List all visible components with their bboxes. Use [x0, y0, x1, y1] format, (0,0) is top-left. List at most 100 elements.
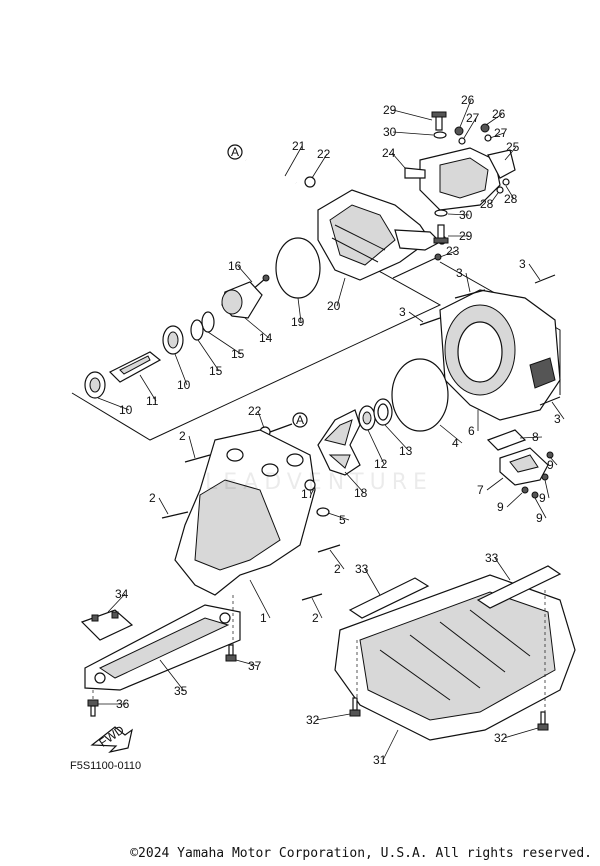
callout-22-33: 22	[248, 404, 262, 418]
part-5-o-ring	[316, 507, 330, 517]
bolt-26-a	[454, 126, 464, 136]
callout-leader-10-19	[97, 397, 130, 411]
callout-18-28: 18	[354, 486, 368, 500]
callout-9-16: 9	[497, 500, 504, 514]
part-32-bolt-right	[537, 711, 549, 731]
callout-leader-22-33	[257, 410, 265, 429]
callout-leader-30-45	[392, 131, 434, 136]
callout-leader-14-23	[244, 317, 270, 339]
callout-22-32: 22	[317, 147, 331, 161]
callout-leader-28-41	[489, 192, 499, 205]
reference-code: F5S1100-0110	[70, 760, 142, 772]
callout-12-21: 12	[374, 457, 388, 471]
callout-leader-26-37	[459, 99, 472, 128]
callout-1-0: 1	[260, 611, 267, 625]
bolt-29-top	[431, 111, 447, 131]
part-11-shaft	[108, 351, 162, 383]
callout-26-37: 26	[461, 93, 475, 107]
callout-20-30: 20	[327, 299, 341, 313]
part-22-clip-top	[304, 176, 316, 188]
callout-29-43: 29	[383, 103, 397, 117]
nut-27-a	[458, 137, 466, 145]
callout-3-5: 3	[456, 266, 463, 280]
callout-5-10: 5	[339, 513, 346, 527]
watermark: LEADVENTURE	[205, 470, 433, 495]
callout-leader-34-52	[107, 593, 126, 613]
callout-3-8: 3	[554, 412, 561, 426]
callout-15-25: 15	[231, 347, 245, 361]
callout-leader-18-28	[344, 471, 365, 494]
part-31-ride-plate	[334, 574, 576, 741]
part-35-ride-plate-bracket	[84, 604, 241, 691]
callout-30-45: 30	[383, 125, 397, 139]
callout-leader-2-4	[311, 597, 323, 619]
callout-leader-23-34	[439, 250, 457, 258]
callout-9-14: 9	[547, 458, 554, 472]
callout-leader-7-12	[486, 477, 504, 491]
callout-leader-2-3	[329, 549, 345, 570]
assembly-guides	[92, 590, 546, 715]
callout-8-13: 8	[532, 430, 539, 444]
callout-leader-24-35	[391, 152, 406, 169]
part-20-pump-housing	[317, 189, 447, 281]
callout-17-27: 17	[301, 487, 315, 501]
callout-leader-28-42	[505, 185, 515, 200]
callout-2-1: 2	[179, 429, 186, 443]
callout-leader-20-30	[336, 277, 346, 307]
callout-3-6: 3	[399, 305, 406, 319]
callout-9-15: 9	[539, 491, 546, 505]
callout-27-40: 27	[494, 126, 508, 140]
callout-16-26: 16	[228, 259, 242, 273]
part-33-bracket-right	[476, 565, 562, 609]
callout-leader-21-31	[284, 145, 303, 177]
part-6-pump-casing	[439, 289, 561, 421]
callout-leader-3-8	[551, 401, 565, 420]
callout-leader-29-43	[392, 109, 433, 121]
part-10-bearing-b	[84, 371, 106, 399]
callout-6-11: 6	[468, 424, 475, 438]
callout-27-39: 27	[466, 111, 480, 125]
callout-leader-1-0	[249, 579, 271, 619]
callout-leader-37-55	[235, 659, 259, 667]
callout-leader-12-21	[367, 429, 385, 465]
part-4-o-ring	[391, 358, 449, 432]
callout-leader-15-25	[207, 331, 242, 355]
callout-15-24: 15	[209, 364, 223, 378]
callout-leader-8-13	[519, 436, 543, 439]
part-18-impeller	[317, 409, 361, 476]
part-15-o-ring-a	[201, 311, 215, 333]
washer-30-bottom	[434, 209, 448, 217]
callout-leader-2-2	[158, 497, 169, 515]
part-36-bolt	[87, 699, 99, 717]
part-9-screws	[521, 451, 554, 499]
part-15-o-ring-b	[190, 319, 204, 341]
callout-leader-11-20	[139, 374, 157, 402]
callout-36-54: 36	[116, 697, 130, 711]
part-8-gasket	[486, 429, 527, 451]
bolt-26-b	[480, 123, 490, 133]
copyright-text: ©2024 Yamaha Motor Corporation, U.S.A. A…	[130, 846, 592, 861]
callout-leader-3-5	[465, 272, 471, 293]
callout-28-41: 28	[480, 197, 494, 211]
part-1-intake-duct	[174, 429, 316, 596]
callout-32-48: 32	[306, 713, 320, 727]
callout-23-34: 23	[446, 244, 460, 258]
ref-marker-a-mid	[269, 412, 308, 433]
callout-32-49: 32	[494, 731, 508, 745]
callout-2-4: 2	[312, 611, 319, 625]
callout-10-18: 10	[177, 378, 191, 392]
callout-14-23: 14	[259, 331, 273, 345]
callout-31-47: 31	[373, 753, 387, 767]
callout-26-38: 26	[492, 107, 506, 121]
fwd-arrow-icon	[90, 726, 133, 754]
callout-leader-27-39	[463, 117, 477, 139]
assembly-boundary	[71, 254, 442, 441]
callout-30-46: 30	[459, 208, 473, 222]
callout-37-55: 37	[248, 659, 262, 673]
callout-leader-32-49	[503, 727, 539, 739]
callout-leader-22-32	[311, 153, 328, 179]
callout-leader-9-15	[544, 479, 550, 499]
callout-leader-19-29	[297, 297, 302, 323]
